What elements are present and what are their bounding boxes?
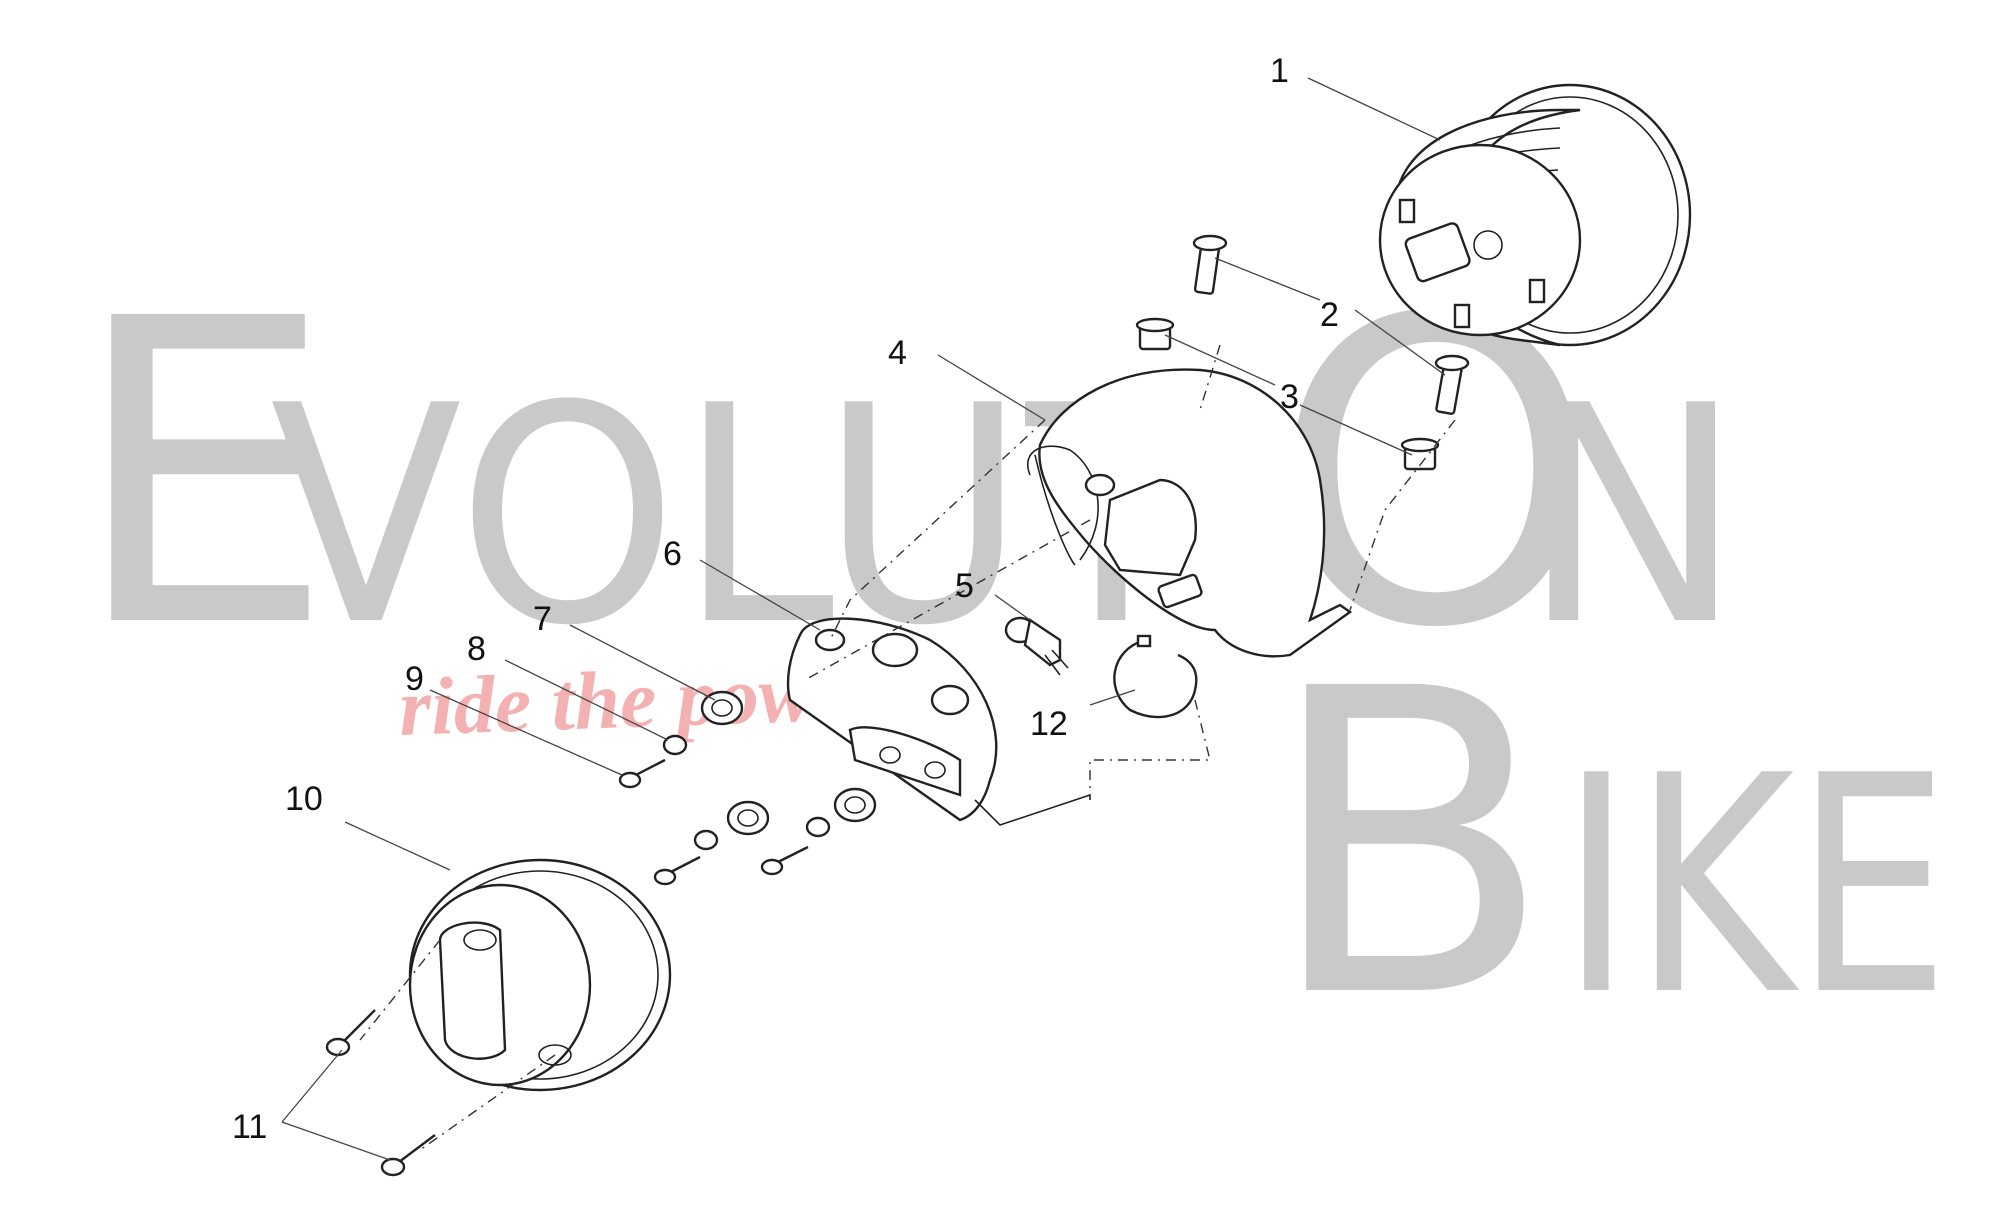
callout-9: 9	[405, 660, 424, 698]
part-4-rear-housing	[1027, 368, 1353, 658]
part-2-pins	[1192, 234, 1470, 415]
callout-4: 4	[888, 334, 907, 372]
callout-leader-lines	[281, 77, 1446, 1161]
watermark-letter-n: N	[1520, 342, 1744, 691]
part-11-bezel-screws	[325, 1009, 436, 1177]
callout-7: 7	[533, 600, 552, 638]
callout-12: 12	[1030, 705, 1068, 743]
part-7-rubber-grommets	[700, 690, 877, 836]
watermark-letters-ike: IKE	[1560, 712, 1950, 1061]
part-6-mounting-bracket	[786, 617, 1091, 826]
part-9-screws	[618, 758, 809, 886]
callout-2: 2	[1320, 296, 1339, 334]
part-5-bulb-socket	[1004, 616, 1069, 676]
callout-11: 11	[232, 1108, 267, 1146]
part-3-bushings	[1135, 317, 1440, 471]
watermark-letter-e: E	[70, 231, 335, 720]
assembly-guide-lines	[359, 344, 1456, 1151]
callout-10: 10	[285, 780, 323, 818]
callout-1: 1	[1270, 52, 1289, 90]
callout-5: 5	[955, 567, 974, 605]
part-12-spring-clip	[1113, 634, 1198, 719]
watermark-letter-b: B	[1265, 601, 1553, 1090]
callout-6: 6	[663, 535, 682, 573]
watermark-brand-line-2: Bike	[1977, 1211, 1990, 1218]
callout-3: 3	[1280, 378, 1299, 416]
part-10-front-bezel	[408, 858, 672, 1092]
part-1-speedometer	[1378, 83, 1692, 347]
callout-8: 8	[467, 630, 486, 668]
callout-labels: 1 2 3 4 5 6 7 8 9 10 11 12	[232, 52, 1339, 1146]
part-8-washers	[662, 734, 831, 851]
